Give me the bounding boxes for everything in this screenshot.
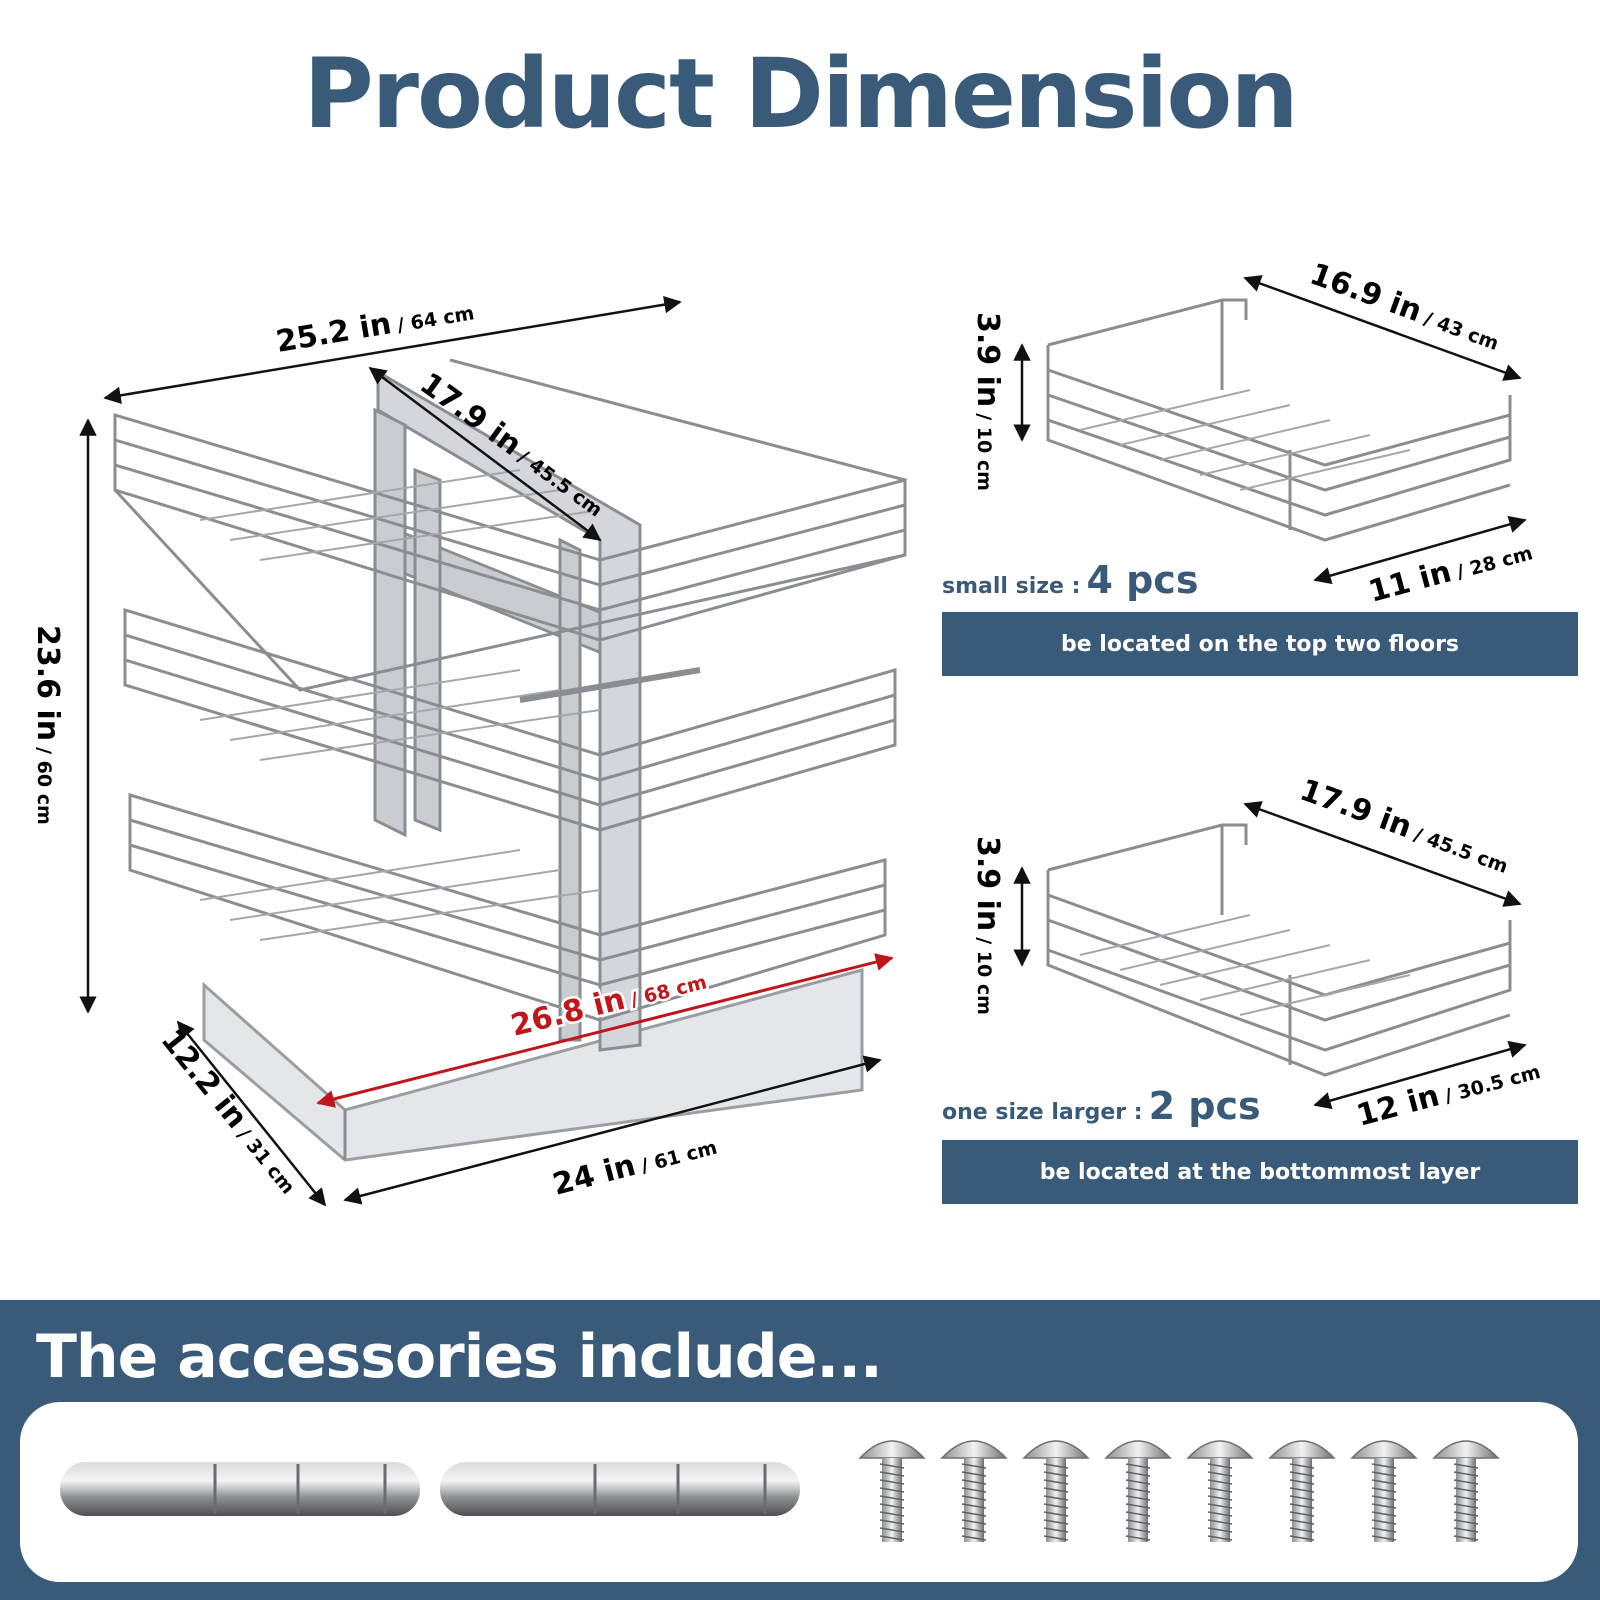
- accessories-title: The accessories include...: [36, 1322, 883, 1392]
- pin-icon: [440, 1462, 800, 1516]
- screw-icon: [858, 1440, 926, 1542]
- screw-icon: [1104, 1440, 1172, 1542]
- bottom-width-label: 24 in/ 61 cm: [549, 1127, 720, 1203]
- main-dimension-arrows: [79, 295, 894, 1207]
- large-length-label: 17.9 in/ 45.5 cm: [1295, 773, 1514, 881]
- side-depth-arrow: [176, 1020, 327, 1207]
- screw-group: [858, 1440, 1500, 1542]
- screw-icon: [940, 1440, 1008, 1542]
- small-length-label: 16.9 in/ 43 cm: [1305, 257, 1505, 358]
- screw-icon: [1350, 1440, 1418, 1542]
- small-height-label: 3.9 in/ 10 cm: [970, 312, 1005, 491]
- top-width-label: 25.2 in/ 64 cm: [274, 292, 477, 359]
- depth-diagonal-arrow: [368, 366, 602, 542]
- accessories-section: The accessories include...: [0, 1300, 1600, 1600]
- dimension-illustration: 25.2 in/ 64 cm 17.9 in/ 45.5 cm 23.6 in/…: [30, 257, 1544, 1207]
- main-organizer-drawing: [113, 358, 907, 1162]
- large-location-bar: be located at the bottommost layer: [942, 1140, 1578, 1204]
- pin-group: [60, 1462, 800, 1516]
- large-size-quantity: one size larger :2 pcs: [942, 1084, 1261, 1128]
- bottom-width-arrow: [343, 1055, 882, 1205]
- small-basket-arrows: [1013, 275, 1527, 585]
- pin-icon: [60, 1462, 420, 1516]
- page-title: Product Dimension: [303, 38, 1298, 150]
- small-size-quantity: small size :4 pcs: [942, 558, 1198, 602]
- screw-icon: [1432, 1440, 1500, 1542]
- small-width-label: 11 in/ 28 cm: [1365, 533, 1536, 610]
- large-basket-drawing: [1046, 823, 1512, 1077]
- accessories-illustration: [60, 1440, 1500, 1542]
- small-size-label: small size :: [942, 574, 1081, 599]
- large-basket-arrows: [1013, 801, 1527, 1110]
- small-location-bar: be located on the top two floors: [942, 612, 1578, 676]
- small-size-count: 4 pcs: [1086, 558, 1199, 602]
- large-size-count: 2 pcs: [1148, 1084, 1261, 1128]
- screw-icon: [1186, 1440, 1254, 1542]
- top-width-arrow: [103, 295, 682, 405]
- large-height-label: 3.9 in/ 10 cm: [970, 836, 1005, 1015]
- large-size-label: one size larger :: [942, 1100, 1143, 1125]
- screw-icon: [1268, 1440, 1336, 1542]
- screw-icon: [1022, 1440, 1090, 1542]
- small-basket-drawing: [1046, 298, 1512, 542]
- large-width-label: 12 in/ 30.5 cm: [1353, 1051, 1544, 1133]
- accessories-panel: [20, 1402, 1578, 1582]
- height-label: 23.6 in/ 60 cm: [30, 625, 65, 825]
